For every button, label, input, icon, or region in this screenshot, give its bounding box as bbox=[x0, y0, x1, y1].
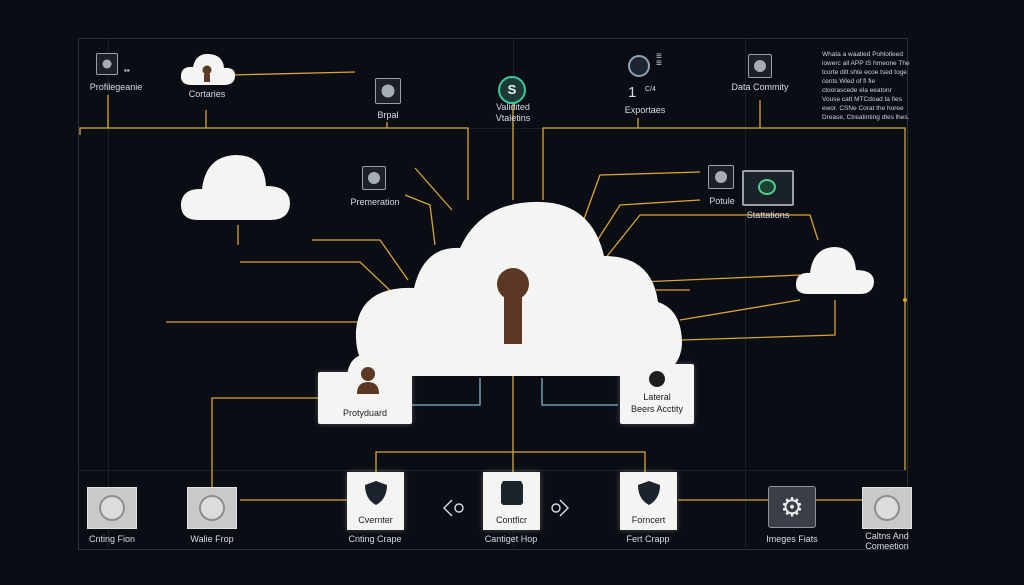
datacomm-icon[interactable] bbox=[748, 54, 772, 78]
face-tile-icon[interactable] bbox=[862, 487, 912, 529]
lateral-label: Lateral bbox=[643, 392, 671, 402]
profile-icon[interactable] bbox=[96, 53, 118, 75]
shield-icon bbox=[501, 481, 523, 505]
shield-box-caption: Cantiget Hop bbox=[484, 534, 538, 544]
gear-icon[interactable]: ⚙ bbox=[768, 486, 816, 528]
brpl-icon[interactable] bbox=[375, 78, 401, 104]
exporters-label: Exportaes bbox=[624, 105, 666, 115]
diagram-frame bbox=[78, 38, 908, 550]
tile-caption: Imeges Fiats bbox=[766, 534, 818, 544]
shield-box-label: Forncert bbox=[631, 515, 666, 525]
premeration-label: Premeration bbox=[350, 197, 400, 207]
shield-icon bbox=[638, 481, 660, 505]
shield-box-3[interactable]: Forncert bbox=[620, 472, 677, 530]
left-cloud-icon[interactable] bbox=[178, 150, 293, 222]
grid-line bbox=[78, 470, 908, 471]
shield-box-1[interactable]: Cvernter bbox=[347, 472, 404, 530]
protyduard-label: Protyduard bbox=[342, 408, 388, 418]
brpl-label: Brpal bbox=[377, 110, 399, 120]
shield-box-caption: Cnting Crape bbox=[348, 534, 402, 544]
potule-icon[interactable] bbox=[708, 165, 734, 189]
lateral-sublabel: Beers Acctity bbox=[630, 404, 684, 414]
shield-box-label: Contficr bbox=[495, 515, 527, 525]
user-bubble-icon bbox=[335, 354, 402, 400]
grid-line bbox=[78, 128, 908, 129]
tile-caption: Caltns And Comeetion bbox=[865, 531, 909, 551]
monitor-icon[interactable] bbox=[742, 170, 794, 206]
keyhole-icon bbox=[497, 268, 529, 344]
prefs-label: Profilegeanie bbox=[89, 82, 143, 92]
grid-line bbox=[745, 38, 746, 550]
stattations-label: Stattations bbox=[746, 210, 790, 220]
cortex-cloud-icon[interactable] bbox=[178, 50, 238, 88]
lateral-icon bbox=[649, 371, 665, 387]
lateral-box[interactable]: Lateral Beers Acctity bbox=[620, 364, 694, 424]
grid-glyph: ▪▪ bbox=[124, 66, 130, 75]
shield-box-caption: Fert Crapp bbox=[626, 534, 670, 544]
grid-line bbox=[108, 38, 109, 550]
exporters-badge: C/4 bbox=[645, 86, 656, 93]
shield-box-2[interactable]: Contficr bbox=[483, 472, 540, 530]
face-tile-icon[interactable] bbox=[187, 487, 237, 529]
annotation-note: Whata a waatied Pohlotleed lowerc all AP… bbox=[822, 51, 910, 121]
potule-label: Potule bbox=[709, 196, 735, 206]
cortex-label: Cortaries bbox=[188, 89, 226, 99]
shield-icon bbox=[365, 481, 387, 505]
right-cloud-icon[interactable] bbox=[794, 242, 876, 296]
exporters-icon[interactable] bbox=[628, 55, 650, 77]
datacomm-label: Data Commity bbox=[731, 82, 789, 92]
tile-caption: Cnting Fion bbox=[88, 534, 136, 544]
tile-caption: Walie Frop bbox=[190, 534, 234, 544]
premeration-icon[interactable] bbox=[362, 166, 386, 190]
face-tile-icon[interactable] bbox=[87, 487, 137, 529]
exporters-num-icon: 1 bbox=[628, 84, 637, 101]
shield-box-label: Cvernter bbox=[358, 515, 393, 525]
validated-badge-icon[interactable]: S bbox=[498, 76, 526, 104]
exporters-menu-icon: ≡≡ bbox=[656, 51, 662, 69]
validated-label: Validited Vtaletins bbox=[495, 102, 531, 123]
validated-letter: S bbox=[507, 82, 517, 97]
